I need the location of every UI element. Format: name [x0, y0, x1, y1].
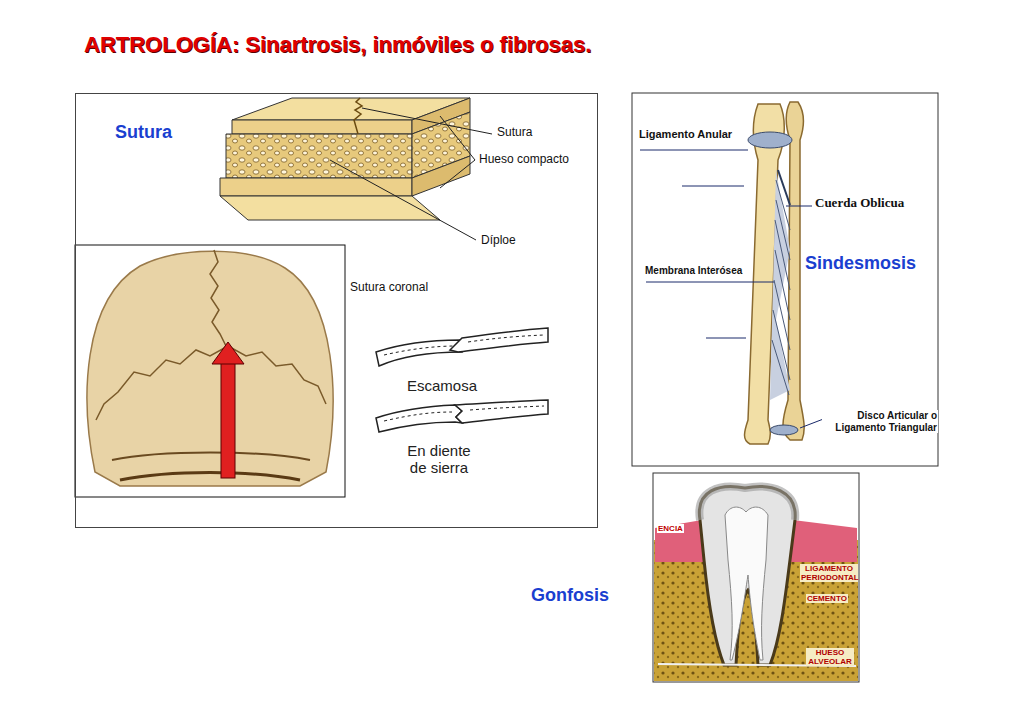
suture-types-part [470, 406, 544, 410]
bone-block-part [226, 134, 412, 178]
panel-heading: Sindesmosis [803, 253, 918, 274]
forearm-bones [632, 93, 938, 466]
tooth-part [653, 473, 859, 682]
part-label: LIGAMENTO PERIODONTAL [800, 564, 858, 582]
suture-types-part [384, 412, 452, 421]
forearm-bones-part [770, 170, 790, 400]
part-label: En diente de sierra [396, 442, 482, 477]
forearm-bones-part [706, 338, 746, 339]
forearm-bones-part [778, 170, 790, 205]
suture-types-part [376, 405, 462, 432]
skull-part [210, 250, 226, 346]
forearm-bones-part [632, 93, 938, 466]
part-label: Ligamento Anular [638, 128, 733, 141]
forearm-bones-part [640, 150, 748, 151]
forearm-bones-part [786, 206, 812, 207]
part-label: CEMENTO [806, 594, 848, 603]
forearm-bones-part [776, 200, 790, 260]
bone-block-part [220, 178, 412, 196]
bone-block-part [220, 196, 440, 220]
tooth-part [655, 520, 706, 562]
part-label: ENCIA [657, 524, 684, 533]
skull-part [120, 473, 300, 481]
bone-block-part [362, 108, 492, 134]
part-label: Hueso compacto [478, 153, 570, 167]
forearm-bones-part [774, 280, 790, 350]
suture-types [376, 328, 548, 432]
bone-block-part [330, 160, 476, 240]
suture-types-part [450, 328, 548, 352]
skull [75, 245, 345, 497]
forearm-bones-part [775, 250, 790, 320]
part-label: Sutura coronal [349, 281, 429, 295]
panel-heading: Gonfosis [529, 585, 611, 606]
part-label: Díploe [480, 234, 517, 248]
bone-block [220, 98, 492, 240]
forearm-bones-part [772, 340, 789, 395]
part-label: Escamosa [406, 377, 478, 394]
suture-types-part [455, 400, 548, 423]
skull-part [221, 362, 235, 478]
forearm-bones-part [646, 282, 774, 283]
tooth-part [699, 487, 795, 665]
panel-heading: Sutura [113, 122, 174, 143]
skull-part [87, 251, 333, 486]
tooth-part [725, 507, 768, 660]
tooth-part [790, 520, 857, 562]
part-label: HUESO ALVEOLAR [806, 648, 854, 666]
part-label: Membrana Interósea [644, 265, 743, 277]
skull-part [96, 346, 228, 420]
bone-block-part [440, 160, 475, 188]
suture-types-part [376, 340, 462, 366]
bone-block-part [354, 98, 362, 134]
page-title: ARTROLOGÍA: Sinartrosis, inmóviles o fib… [84, 32, 591, 58]
suture-types-part [468, 335, 544, 342]
forearm-bones-part [682, 186, 744, 187]
part-label: Sutura [496, 126, 533, 140]
bone-block-part [412, 156, 470, 196]
skull-part [228, 346, 326, 404]
forearm-bones-part [770, 425, 798, 435]
skull-part [112, 453, 310, 461]
forearm-bones-part [748, 132, 792, 148]
forearm-bones-part [775, 220, 790, 290]
skull-part [212, 342, 244, 364]
tooth [653, 473, 859, 682]
bone-block-part [440, 116, 475, 160]
suture-types-part [384, 346, 456, 355]
part-label: Disco Articular o Ligamento Triangular [822, 410, 938, 433]
skull-part [75, 245, 345, 497]
part-label: Cuerda Oblicua [814, 196, 905, 211]
bone-block-part [232, 120, 412, 134]
